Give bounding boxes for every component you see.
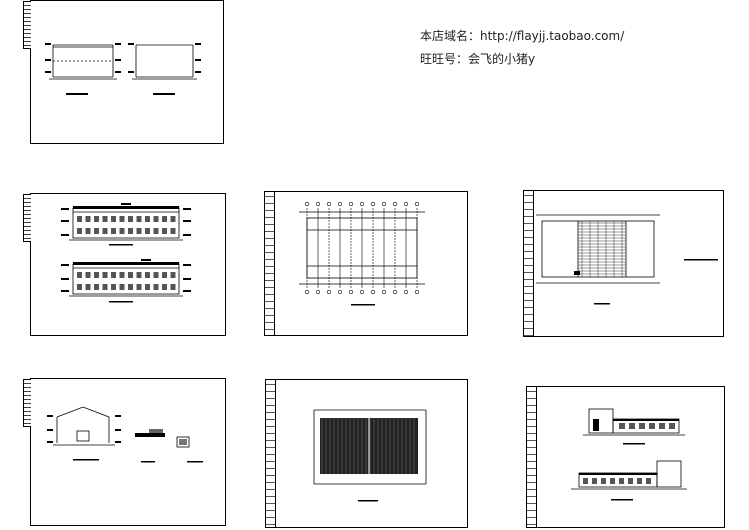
- front-elevations-drawing: [61, 203, 191, 303]
- drawing-sheet-6[interactable]: [265, 379, 468, 528]
- title-block-strip: [23, 379, 31, 427]
- title-block-strip: [265, 192, 275, 335]
- floor-plan-drawing: [299, 201, 425, 306]
- side-elevations-drawing: [45, 43, 201, 95]
- foundation-plan-drawing: [313, 409, 427, 502]
- title-block-strip: [23, 194, 31, 242]
- title-block-strip: [266, 380, 276, 527]
- store-domain-text: 本店域名：http://flayjj.taobao.com/: [420, 29, 625, 43]
- rear-elevations-drawing: [571, 408, 687, 501]
- drawing-sheet-4[interactable]: [523, 190, 724, 337]
- title-block-strip: [527, 387, 537, 527]
- drawing-sheet-1[interactable]: [23, 0, 224, 144]
- wangwang-id-text: 旺旺号：会飞的小猪y: [420, 52, 536, 66]
- roof-plan-drawing: [536, 214, 718, 305]
- section-details-drawing: [47, 406, 203, 463]
- drawing-sheet-7[interactable]: [526, 386, 725, 528]
- title-block-strip: [23, 1, 31, 49]
- title-block-strip: [524, 191, 534, 336]
- drawing-sheet-5[interactable]: [23, 378, 226, 526]
- drawing-sheet-2[interactable]: [23, 193, 226, 336]
- drawing-sheet-3[interactable]: [264, 191, 468, 336]
